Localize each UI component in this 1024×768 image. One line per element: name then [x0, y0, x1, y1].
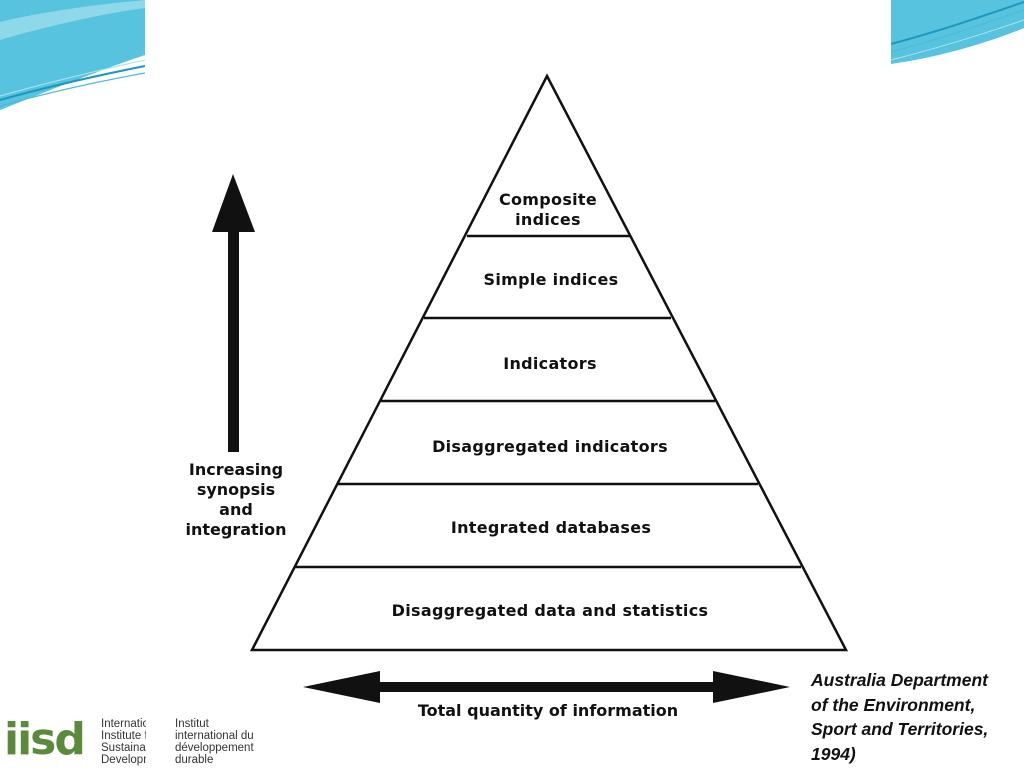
logo-text-line: développement: [175, 742, 254, 754]
citation-line: Australia Department: [811, 670, 988, 690]
layer-label-indicators: Indicators: [503, 354, 597, 373]
layer-label-simple-indices: Simple indices: [484, 270, 619, 289]
vertical-arrow-shaft: [228, 230, 239, 452]
vertical-arrow-label-line4: integration: [185, 520, 286, 539]
layer-label-disaggregated-data: Disaggregated data and statistics: [392, 601, 709, 620]
citation-line: of the Environment,: [811, 694, 976, 715]
layer-label-composite-indices-line1: Composite: [499, 190, 597, 209]
left-arrow-icon: [303, 671, 380, 703]
up-arrow-icon: [212, 174, 255, 232]
citation-line: 1994): [811, 743, 856, 764]
vertical-arrow-label-line3: and: [219, 500, 253, 519]
iisd-logo-mark: iisd: [4, 714, 86, 765]
horizontal-arrow-label: Total quantity of information: [418, 701, 678, 720]
citation-line: Sport and Territories,: [811, 719, 989, 739]
logo-english-name: International Institute for Sustainable …: [101, 718, 146, 766]
logo-text-line: durable: [175, 754, 214, 766]
iisd-logo: iisd International Institute for Sustain…: [0, 712, 260, 768]
logo-text-line: Institut: [175, 718, 209, 730]
logo-text-line: international du: [175, 730, 254, 742]
logo-text-line: Institute for: [101, 730, 146, 742]
logo-text-line: Development: [101, 754, 146, 766]
layer-label-composite-indices-line2: indices: [515, 210, 581, 229]
logo-text-line: International: [101, 718, 146, 730]
horizontal-arrow-shaft: [375, 682, 720, 692]
layer-label-disaggregated-indicators: Disaggregated indicators: [432, 437, 668, 456]
right-arrow-icon: [713, 671, 790, 703]
logo-text-line: Sustainable: [101, 742, 146, 754]
vertical-arrow-label-line1: Increasing: [189, 460, 283, 479]
layer-label-integrated-databases: Integrated databases: [451, 518, 651, 537]
logo-french-name: Institut international du développement …: [175, 718, 254, 766]
pyramid-outline: [249, 73, 849, 652]
vertical-arrow-label-line2: synopsis: [197, 480, 275, 499]
source-citation: Australia Department of the Environment,…: [811, 668, 1021, 766]
